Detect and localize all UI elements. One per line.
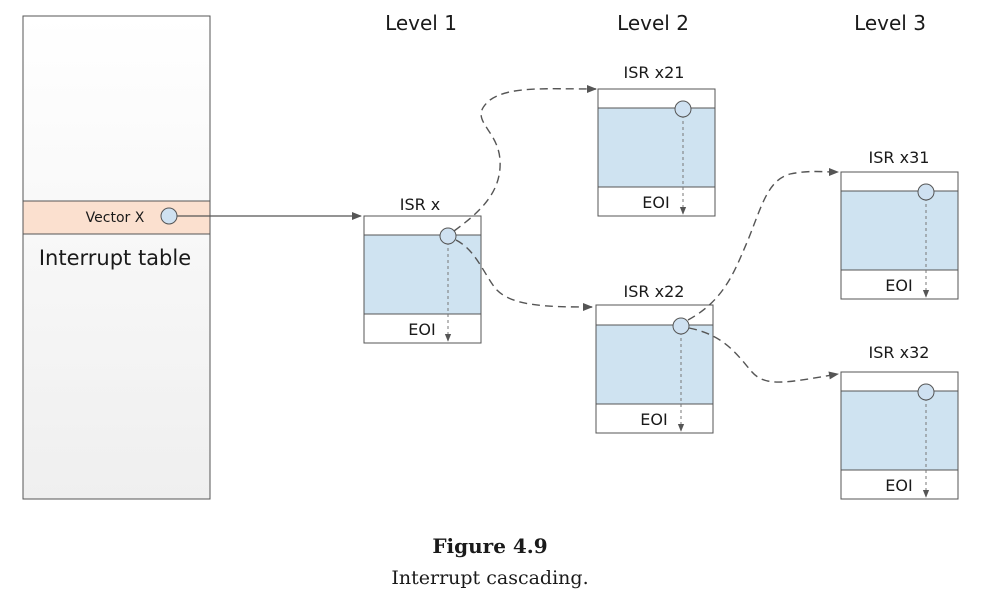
isr-x-eoi-label: EOI bbox=[408, 320, 435, 339]
vector-x-knob bbox=[160, 207, 178, 225]
isr-x22-header bbox=[595, 304, 714, 326]
isr-x32-header bbox=[840, 371, 959, 392]
isr-x32-body bbox=[840, 390, 959, 471]
isr-x-body bbox=[363, 234, 482, 315]
figure-number: Figure 4.9 bbox=[432, 534, 547, 558]
level-1-label: Level 1 bbox=[385, 11, 457, 35]
isr-x22-eoi-box bbox=[595, 403, 714, 434]
isr-x31-title: ISR x31 bbox=[869, 148, 930, 167]
isr-x22-block: ISR x22 EOI bbox=[595, 282, 714, 434]
isr-x21-header bbox=[597, 88, 716, 109]
cascade-arrow-x-to-x22 bbox=[455, 239, 593, 311]
isr-x31-eoi-label: EOI bbox=[885, 276, 912, 295]
isr-x-eoi-box bbox=[363, 313, 482, 344]
isr-x32-block: ISR x32 EOI bbox=[840, 343, 959, 500]
isr-x21-body bbox=[597, 107, 716, 188]
isr-x22-body bbox=[595, 324, 714, 405]
interrupt-table-label: Interrupt table bbox=[39, 246, 191, 270]
isr-x31-body bbox=[840, 190, 959, 271]
isr-x32-eoi-label: EOI bbox=[885, 476, 912, 495]
isr-x22-eoi-label: EOI bbox=[640, 410, 667, 429]
isr-x21-title: ISR x21 bbox=[624, 63, 685, 82]
isr-x21-block: ISR x21 EOI bbox=[597, 63, 716, 217]
isr-x21-eoi-label: EOI bbox=[642, 193, 669, 212]
isr-x22-knob bbox=[672, 317, 690, 335]
cascade-arrow-x-to-x21 bbox=[453, 84, 597, 232]
isr-x31-block: ISR x31 EOI bbox=[840, 148, 959, 300]
isr-x-header bbox=[363, 215, 482, 236]
isr-x-title: ISR x bbox=[400, 195, 441, 214]
interrupt-table: Vector X Interrupt table bbox=[22, 15, 211, 500]
isr-x21-knob bbox=[674, 100, 692, 118]
level-3-label: Level 3 bbox=[854, 11, 926, 35]
isr-x31-eoi-box bbox=[840, 269, 959, 300]
vector-x-label: Vector X bbox=[86, 210, 145, 226]
isr-x31-header bbox=[840, 171, 959, 192]
isr-x32-knob bbox=[917, 383, 935, 401]
isr-x22-title: ISR x22 bbox=[624, 282, 685, 301]
interrupt-table-box bbox=[22, 15, 211, 500]
isr-x21-eoi-box bbox=[597, 186, 716, 217]
cascade-arrow-x22-to-x31 bbox=[687, 167, 839, 321]
level-2-label: Level 2 bbox=[617, 11, 689, 35]
isr-x32-eoi-box bbox=[840, 469, 959, 500]
isr-x31-knob bbox=[917, 183, 935, 201]
isr-x32-title: ISR x32 bbox=[869, 343, 930, 362]
vector-x-entry bbox=[22, 200, 211, 235]
isr-x-block: ISR x EOI bbox=[363, 195, 482, 344]
figure-caption: Interrupt cascading. bbox=[391, 567, 588, 589]
cascade-arrow-x22-to-x32 bbox=[688, 327, 839, 383]
isr-x-knob bbox=[439, 227, 457, 245]
